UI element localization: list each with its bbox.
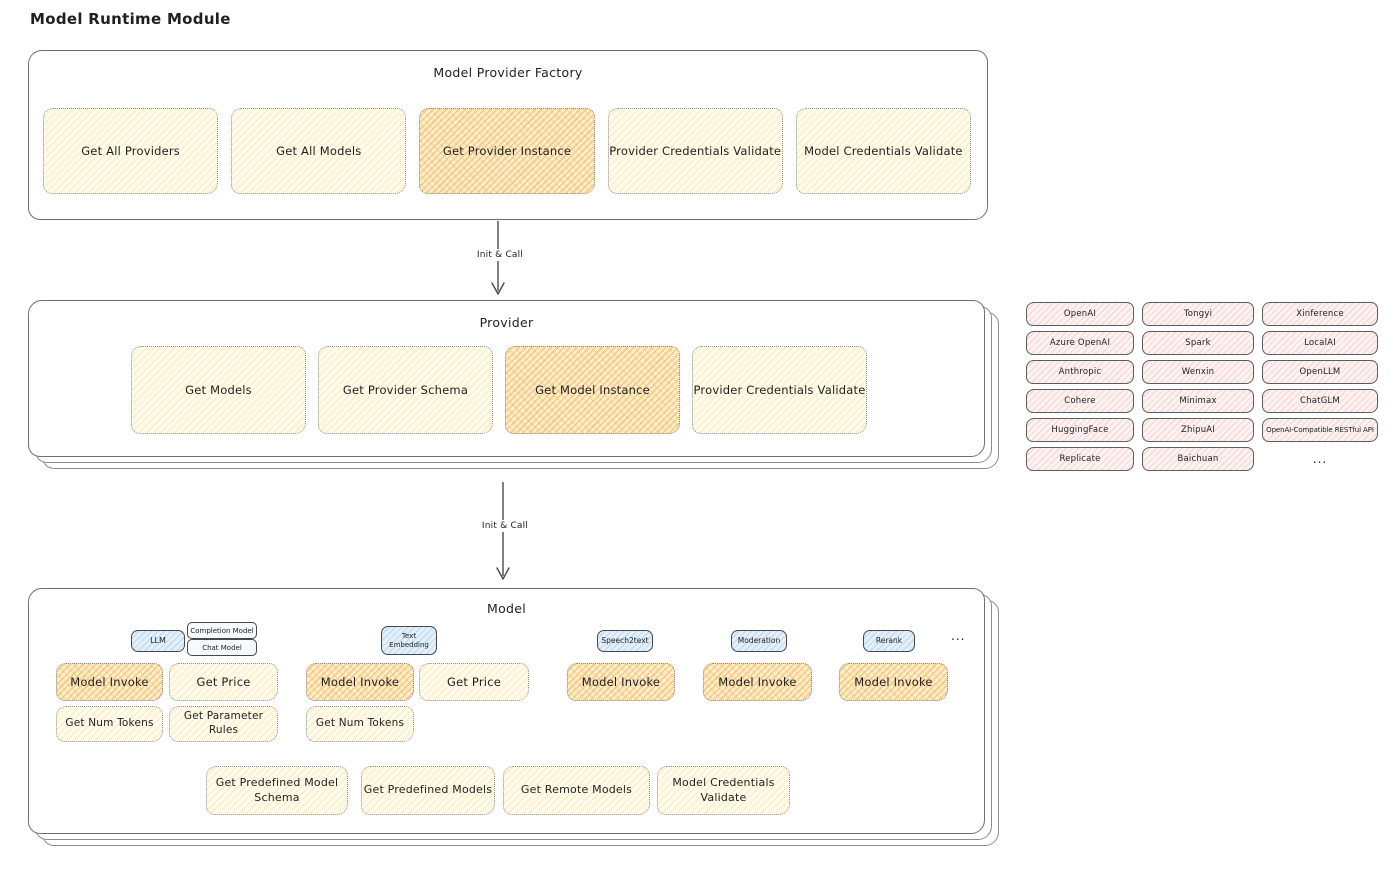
provider-chip-tongyi: Tongyi	[1142, 302, 1254, 326]
node-provider-credentials-validate-2: Provider Credentials Validate	[692, 346, 867, 434]
node-provider-credentials-validate: Provider Credentials Validate	[607, 108, 783, 194]
tag-llm: LLM	[131, 630, 185, 652]
model-tags-more: ...	[951, 629, 966, 643]
node-model-invoke-llm: Model Invoke	[56, 663, 163, 701]
provider-chip-zhipuai: ZhipuAI	[1142, 418, 1254, 442]
tag-rerank: Rerank	[863, 630, 915, 652]
provider-chip-openai: OpenAI	[1026, 302, 1134, 326]
node-model-credentials-validate-2: Model Credentials Validate	[657, 766, 790, 815]
node-model-invoke-text-embedding: Model Invoke	[306, 663, 414, 701]
node-get-all-providers: Get All Providers	[43, 108, 219, 194]
node-get-all-models: Get All Models	[231, 108, 407, 194]
page-title: Model Runtime Module	[30, 10, 231, 28]
factory-row: Get All Providers Get All Models Get Pro…	[43, 108, 972, 194]
factory-title: Model Provider Factory	[433, 65, 583, 80]
provider-chip-openai-compatible: OpenAI-Compatible RESTful API	[1262, 418, 1378, 442]
node-get-models: Get Models	[131, 346, 306, 434]
node-get-parameter-rules-llm: Get Parameter Rules	[169, 706, 278, 742]
node-model-invoke-moderation: Model Invoke	[703, 663, 812, 701]
tag-speech2text: Speech2text	[597, 630, 653, 652]
provider-chip-openllm: OpenLLM	[1262, 360, 1378, 384]
node-get-predefined-model-schema: Get Predefined Model Schema	[206, 766, 348, 815]
node-model-invoke-rerank: Model Invoke	[839, 663, 948, 701]
node-get-price-text-embedding: Get Price	[419, 663, 529, 701]
provider-chip-baichuan: Baichuan	[1142, 447, 1254, 471]
arrow-label-init-call-bottom: Init & Call	[465, 520, 545, 532]
node-get-model-instance: Get Model Instance	[505, 346, 680, 434]
provider-chip-spark: Spark	[1142, 331, 1254, 355]
tag-chat-model: Chat Model	[187, 639, 257, 656]
provider-chip-xinference: Xinference	[1262, 302, 1378, 326]
provider-title: Provider	[479, 315, 534, 330]
provider-chip-minimax: Minimax	[1142, 389, 1254, 413]
provider-chip-localai: LocalAI	[1262, 331, 1378, 355]
node-get-provider-instance: Get Provider Instance	[419, 108, 595, 194]
provider-chip-huggingface: HuggingFace	[1026, 418, 1134, 442]
provider-chip-wenxin: Wenxin	[1142, 360, 1254, 384]
provider-chip-anthropic: Anthropic	[1026, 360, 1134, 384]
model-frame: Model LLM Completion Model Chat Model Te…	[28, 588, 985, 834]
factory-frame: Model Provider Factory Get All Providers…	[28, 50, 988, 220]
node-get-price-llm: Get Price	[169, 663, 278, 701]
node-get-num-tokens-text-embedding: Get Num Tokens	[306, 706, 414, 742]
provider-chip-chatglm: ChatGLM	[1262, 389, 1378, 413]
node-get-num-tokens-llm: Get Num Tokens	[56, 706, 163, 742]
node-get-remote-models: Get Remote Models	[503, 766, 650, 815]
model-title: Model	[486, 601, 527, 616]
node-get-predefined-models: Get Predefined Models	[361, 766, 495, 815]
tag-text-embedding: Text Embedding	[381, 626, 437, 655]
node-model-credentials-validate: Model Credentials Validate	[795, 108, 972, 194]
provider-chip-replicate: Replicate	[1026, 447, 1134, 471]
down-arrow-icon	[495, 482, 511, 582]
provider-chip-azure-openai: Azure OpenAI	[1026, 331, 1134, 355]
provider-row: Get Models Get Provider Schema Get Model…	[131, 346, 867, 434]
provider-grid-more: ...	[1312, 452, 1328, 466]
node-model-invoke-speech2text: Model Invoke	[567, 663, 675, 701]
provider-frame: Provider Get Models Get Provider Schema …	[28, 300, 985, 457]
node-get-provider-schema: Get Provider Schema	[318, 346, 493, 434]
tag-moderation: Moderation	[731, 630, 787, 652]
provider-grid: OpenAI Tongyi Xinference Azure OpenAI Sp…	[1026, 302, 1378, 471]
provider-chip-cohere: Cohere	[1026, 389, 1134, 413]
arrow-label-init-call-top: Init & Call	[460, 249, 540, 261]
tag-completion-model: Completion Model	[187, 622, 257, 639]
